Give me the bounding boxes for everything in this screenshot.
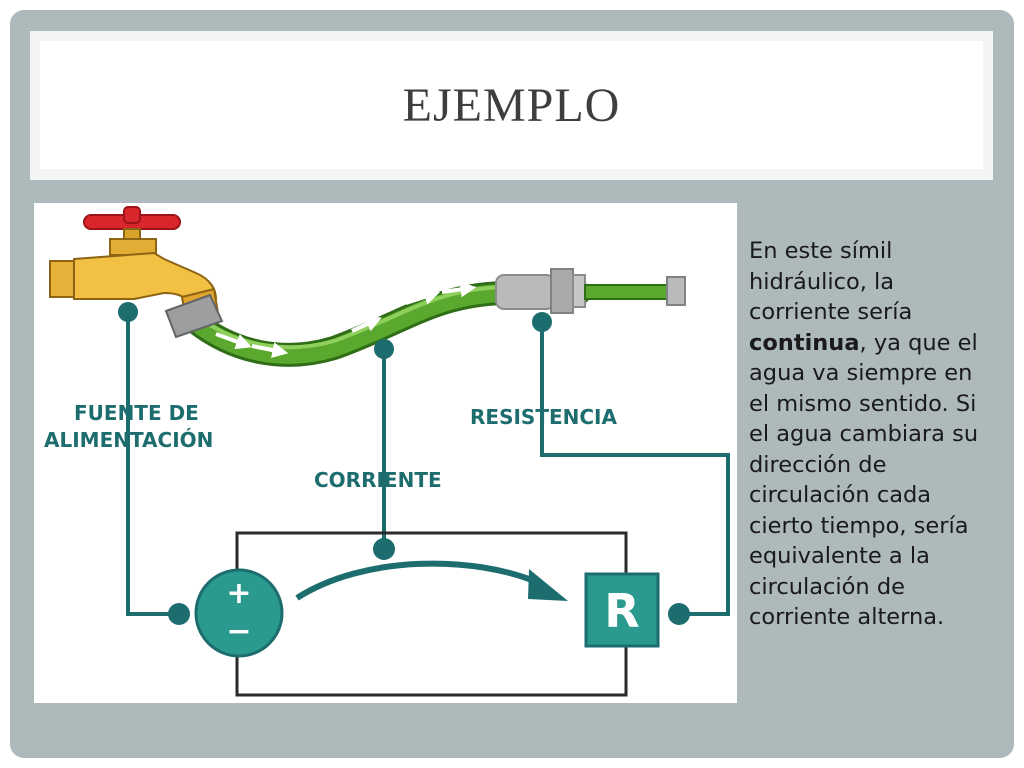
- body-text-after: , ya que el agua va siempre en el mismo …: [749, 329, 979, 631]
- current-connector: [373, 339, 395, 560]
- slide-title: Ejemplo: [402, 78, 621, 132]
- body-text-before: En este símil hidráulico, la corriente s…: [749, 238, 913, 325]
- body-text: En este símil hidráulico, la corriente s…: [749, 236, 999, 633]
- faucet-icon: [49, 206, 224, 339]
- flow-arrow: [351, 316, 382, 333]
- circuit-loop: [235, 531, 628, 697]
- flow-arrow: [405, 289, 441, 305]
- resistor-symbol: R: [584, 572, 660, 648]
- source-connector: [118, 302, 190, 625]
- minus-sign: −: [226, 614, 251, 649]
- resistor-letter: R: [604, 584, 639, 638]
- current-arrowhead: [528, 569, 568, 601]
- flow-arrow: [215, 332, 253, 350]
- title-area: Ejemplo: [40, 41, 983, 169]
- diagram-svg: + − R FUENTE DE ALIMENTACIÓN RESISTENCIA…: [44, 206, 730, 697]
- label-corriente: CORRIENTE: [314, 468, 442, 492]
- flow-arrow: [441, 281, 477, 298]
- plus-sign: +: [226, 576, 251, 611]
- body-text-emphasis: continua: [749, 329, 860, 356]
- power-source-symbol: + −: [194, 568, 284, 658]
- hose-icon: [182, 281, 591, 367]
- nozzle-icon: [495, 268, 686, 314]
- hydraulic-analogy-diagram: + − R FUENTE DE ALIMENTACIÓN RESISTENCIA…: [34, 203, 737, 703]
- flow-arrow: [251, 342, 289, 358]
- label-fuente-line1: FUENTE DE: [74, 401, 199, 425]
- label-fuente-line2: ALIMENTACIÓN: [44, 428, 213, 452]
- label-resistencia: RESISTENCIA: [470, 405, 617, 429]
- current-arrow: [295, 560, 541, 601]
- resistance-connector: [532, 312, 730, 625]
